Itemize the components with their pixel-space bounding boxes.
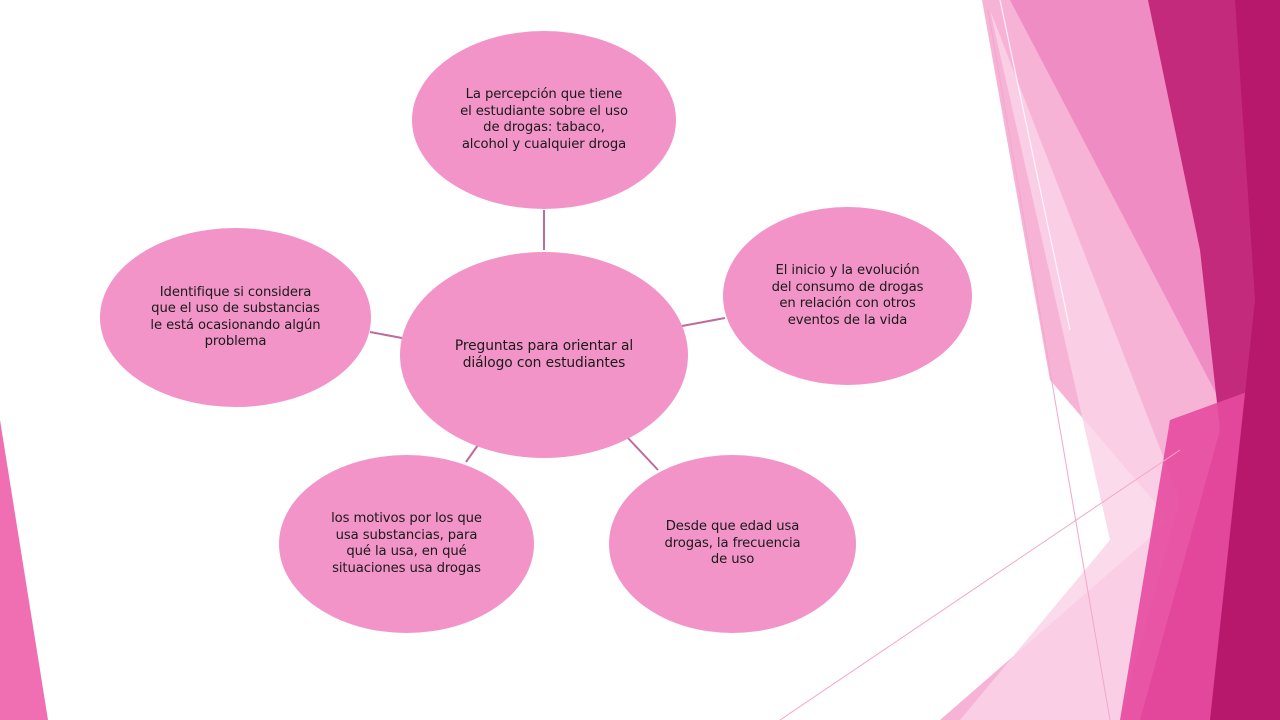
- right-dark-overlay: [1210, 0, 1280, 720]
- node-bottom-right: Desde que edad usa drogas, la frecuencia…: [609, 455, 856, 633]
- node-left-label: Identifique si considera que el uso de s…: [150, 284, 321, 350]
- node-bottom-left: los motivos por los que usa substancias,…: [279, 455, 534, 633]
- node-right-label: El inicio y la evolución del consumo de …: [771, 263, 924, 328]
- center-node-label: Preguntas para orientar al diálogo con e…: [454, 338, 634, 371]
- node-top-label: La percepción que tiene el estudiante so…: [460, 87, 628, 152]
- node-bottom-left-label: los motivos por los que usa substancias,…: [331, 511, 482, 576]
- right-pale-sheet: [960, 10, 1180, 720]
- connector-right: [681, 317, 726, 327]
- center-node: Preguntas para orientar al diálogo con e…: [400, 252, 688, 458]
- deco-line-3: [999, 0, 1071, 331]
- connector-bottom-left: [465, 444, 479, 463]
- connector-left: [369, 331, 403, 339]
- node-right: El inicio y la evolución del consumo de …: [723, 207, 972, 385]
- node-top: La percepción que tiene el estudiante so…: [412, 31, 676, 209]
- node-left: Identifique si considera que el uso de s…: [100, 228, 371, 407]
- node-bottom-right-label: Desde que edad usa drogas, la frecuencia…: [664, 519, 801, 568]
- deco-line-2: [779, 449, 1181, 720]
- deco-line-1: [987, 9, 1111, 720]
- left-edge-wedge: [0, 420, 48, 720]
- connector-bottom-right: [627, 437, 659, 471]
